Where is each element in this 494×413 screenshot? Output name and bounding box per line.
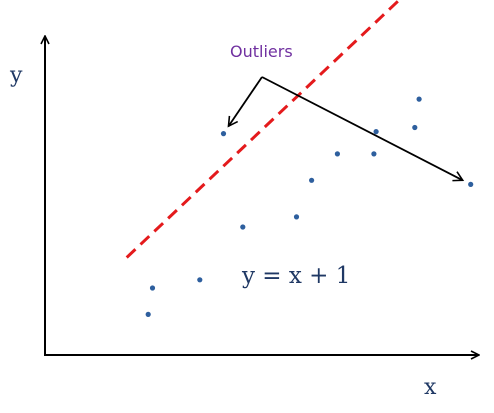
data-point-5	[293, 214, 300, 220]
data-point-3	[197, 277, 203, 283]
data-point-10	[412, 124, 418, 131]
outlier-arrows	[227, 76, 465, 182]
data-point-4	[240, 224, 246, 230]
outlier-arrow-2	[261, 76, 465, 182]
data-point-1	[145, 311, 151, 317]
outlier-arrow-1	[227, 76, 263, 128]
y-axis-label: y	[9, 63, 23, 88]
data-points	[145, 96, 474, 317]
data-point-8	[371, 151, 377, 157]
data-point-6	[309, 177, 315, 183]
data-point-13	[468, 181, 474, 187]
data-point-12	[220, 131, 227, 137]
x-axis-label: x	[424, 375, 437, 400]
data-point-11	[416, 96, 422, 102]
outliers-label: Outliers	[230, 42, 293, 61]
equation-label: y = x + 1	[241, 263, 350, 289]
trendline	[125, 0, 402, 259]
data-point-9	[373, 129, 379, 135]
data-point-7	[334, 151, 340, 157]
data-point-2	[149, 285, 156, 291]
